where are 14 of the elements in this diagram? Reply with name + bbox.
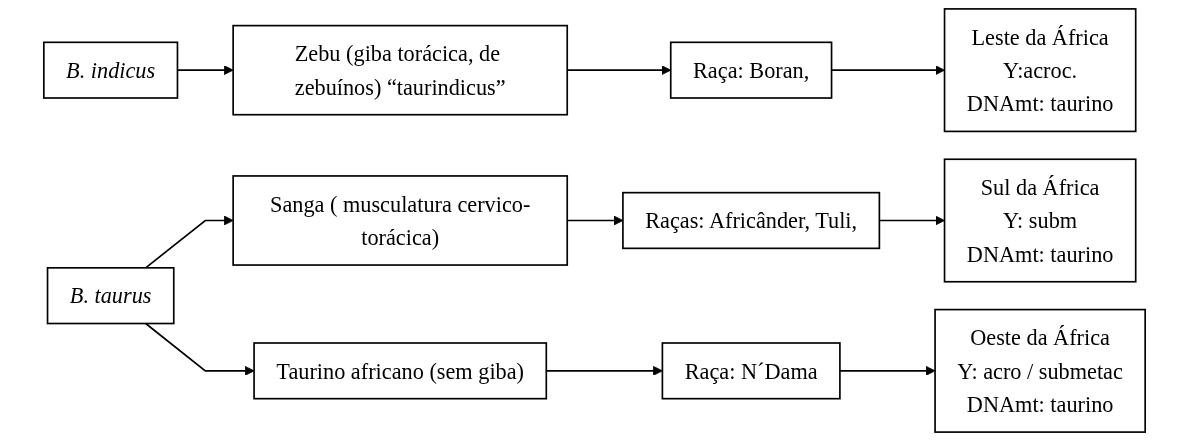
node-box: Sanga ( musculatura cervico-torácica) [232,175,569,266]
node-box: Leste da África Y:acroc. DNAmt: taurino [943,8,1137,133]
node-box: Raça: Boran, [669,41,833,99]
node-box: Raça: N´Dama [661,342,841,400]
node-box: Raças: Africânder, Tuli, [622,191,881,250]
arrow [144,322,255,376]
node-box: B. indicus [43,41,179,99]
node-box: Sul da África Y: subm DNAmt: taurino [943,158,1137,283]
arrow [144,215,234,269]
node-box: Taurino africano (sem giba) [253,342,548,400]
node-box: Zebu (giba torácica, de zebuínos) “taurindicus” [232,24,569,116]
arrow [839,365,936,376]
node-box: Oeste da África Y: acro / submetac DNAmt: taurino [934,308,1146,433]
node-box: B. taurus [46,267,175,325]
